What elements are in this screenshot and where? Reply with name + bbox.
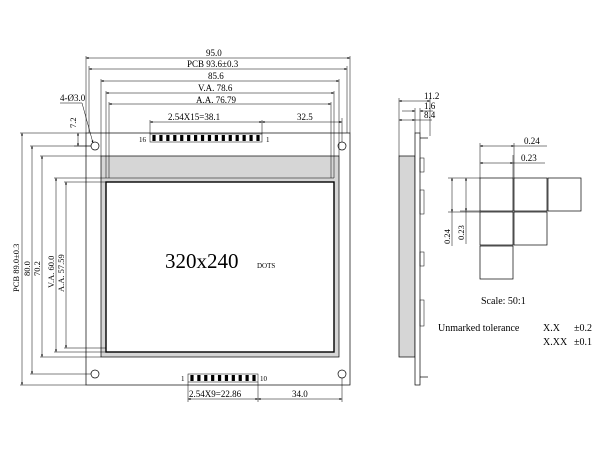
dim-pin-pitch-bottom: 2.54X9=22.86 [189, 389, 242, 399]
connector-pin [242, 135, 246, 141]
connector-pin [159, 135, 163, 141]
connector-pin [217, 375, 222, 381]
dim-pin-offset-bottom: 34.0 [292, 389, 308, 399]
dim-hole-offset: 7.2 [68, 117, 78, 128]
connector-pin [238, 375, 242, 381]
dim-height-outline: 70.2 [32, 261, 42, 276]
dim-width-outline: 85.6 [208, 71, 224, 81]
tolerance-value-1: ±0.2 [574, 323, 592, 334]
mounting-hole-bl [90, 369, 100, 379]
dot-cell [479, 245, 514, 280]
dim-width-va: V.A. 78.6 [198, 83, 233, 93]
dot-cell [513, 177, 548, 212]
dot-detail: 0.24 0.23 0.24 0.23 Scale: 50:1 [442, 136, 582, 307]
dot-cell [513, 211, 548, 246]
resolution-unit: DOTS [257, 262, 275, 270]
connector-pin [214, 135, 218, 141]
connector-pin [194, 135, 198, 141]
dim-width-overall: 95.0 [206, 48, 222, 58]
viewing-area [105, 181, 335, 353]
dot-cell [547, 177, 582, 212]
connector-pin [228, 135, 232, 141]
dim-height-va: V.A. 60.0 [46, 256, 56, 288]
connector-pin [211, 375, 215, 381]
tolerance-format-2: X.XX [543, 337, 568, 348]
connector-pin [204, 375, 208, 381]
dot-cell [479, 211, 514, 246]
connector-pin [231, 375, 235, 381]
connector-pin [252, 375, 256, 381]
connector-pin [249, 135, 253, 141]
dim-width-pcb: PCB 93.6±0.3 [187, 59, 239, 69]
hole-callout: 4-Ø3.0 [60, 93, 86, 103]
connector-pin [166, 135, 170, 141]
resolution-label: 320x240 [165, 249, 239, 273]
connector-pin [200, 135, 205, 141]
dim-height-overall: 80.0 [22, 261, 32, 276]
connector-pin [190, 375, 194, 381]
connector-bottom [187, 373, 259, 383]
pin-label-bottom-left: 1 [181, 375, 185, 383]
connector-top [149, 133, 263, 143]
tolerance-label: Unmarked tolerance [438, 323, 520, 334]
mounting-hole-tl [90, 141, 100, 151]
tolerance-note: Unmarked tolerance X.X ±0.2 X.XX ±0.1 [438, 323, 592, 348]
front-view: 16 1 1 10 320x240 DOTS 95.0 PCB 93.6±0.3… [11, 48, 351, 402]
tolerance-format-1: X.X [543, 323, 561, 334]
side-pcb [414, 132, 421, 386]
connector-pin [256, 135, 260, 141]
connector-pin [187, 135, 191, 141]
pcb-outline [85, 132, 351, 386]
connector-pin [245, 375, 249, 381]
mounting-hole-br [337, 369, 347, 379]
scale-label: Scale: 50:1 [481, 296, 526, 307]
side-view: 11.2 1.6 8.4 [398, 91, 439, 386]
pin-label-top-right: 1 [266, 136, 270, 144]
dim-pin-pitch-top: 2.54X15=38.1 [168, 112, 220, 122]
side-module-body [398, 155, 416, 358]
connector-pin [152, 135, 156, 141]
connector-pin [207, 135, 212, 141]
dim-dot-pitch-v: 0.24 [442, 228, 452, 244]
dim-dot-pitch-h: 0.24 [524, 136, 540, 146]
connector-pin [180, 135, 184, 141]
pin-label-bottom-right: 10 [260, 375, 268, 383]
dim-pin-offset-top: 32.5 [297, 112, 313, 122]
connector-pin [235, 135, 239, 141]
tolerance-value-2: ±0.1 [574, 337, 592, 348]
dim-dot-h: 0.23 [456, 225, 466, 240]
dim-thickness-pcb: 1.6 [424, 101, 436, 111]
dim-width-aa: A.A. 76.79 [196, 95, 236, 105]
dim-height-aa: A.A. 57.59 [56, 254, 66, 292]
connector-pin [173, 135, 177, 141]
dim-dot-w: 0.23 [521, 153, 537, 163]
connector-pin [197, 375, 201, 381]
dot-cell [479, 177, 514, 212]
dim-thickness-total: 11.2 [424, 91, 439, 101]
connector-pin [224, 375, 229, 381]
dim-thickness-module: 8.4 [424, 110, 436, 120]
connector-pin [221, 135, 225, 141]
dim-height-pcb: PCB 89.0±0.3 [11, 244, 21, 292]
pin-label-top-left: 16 [139, 136, 147, 144]
